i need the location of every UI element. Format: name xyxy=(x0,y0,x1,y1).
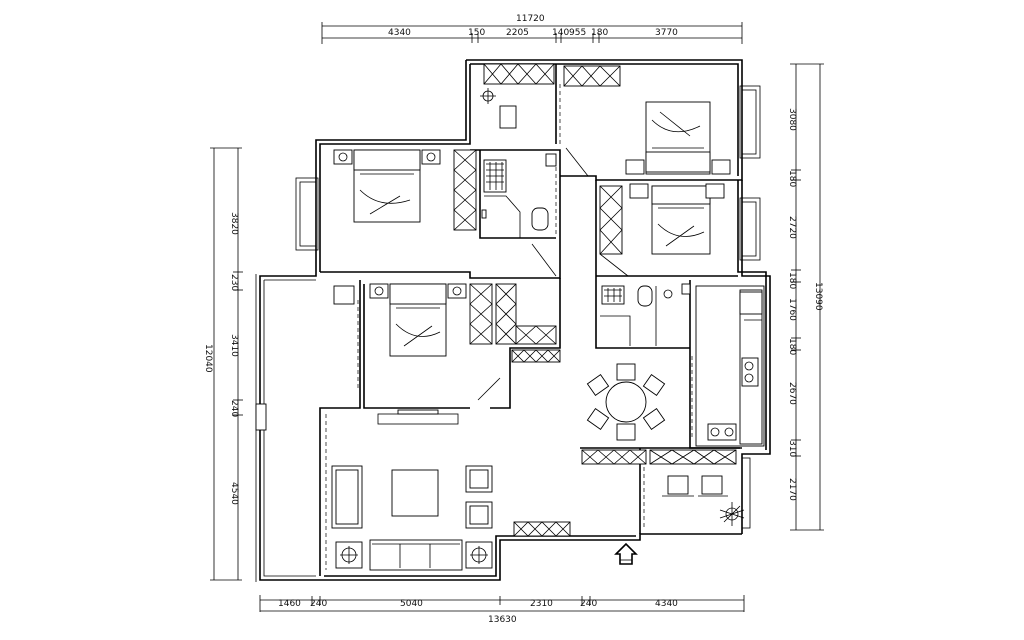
plant-icon xyxy=(719,502,745,526)
top-dimension-4: 140 xyxy=(552,28,569,38)
wardrobe-bedroom-2 xyxy=(469,283,557,345)
wardrobe-master xyxy=(453,149,477,231)
bathroom-master xyxy=(481,153,557,238)
right-dimension-7: 2670 xyxy=(787,382,797,405)
left-dimension-2: 230 xyxy=(229,274,239,291)
right-dimension-2: 180 xyxy=(787,170,797,187)
cabinet-corridor xyxy=(511,349,561,363)
left-total-dimension: 12040 xyxy=(203,344,213,373)
top-dimension-7: 3770 xyxy=(655,28,678,38)
bottom-dimension-4: 2310 xyxy=(530,599,553,609)
wardrobe-top-left xyxy=(483,63,555,85)
bottom-dimension-3: 5040 xyxy=(400,599,423,609)
right-dimension-4: 180 xyxy=(787,272,797,289)
left-dimension-3: 3410 xyxy=(229,334,239,357)
bottom-dimensions: 1460 240 5040 2310 240 4340 13630 xyxy=(259,595,745,625)
bottom-dimension-6: 4340 xyxy=(655,599,678,609)
openings xyxy=(325,84,693,570)
right-total-dimension: 13090 xyxy=(813,282,823,311)
right-dimensions: 3080 180 2720 180 1760 180 2670 310 2170… xyxy=(787,63,824,531)
balcony-east xyxy=(662,457,751,529)
dining-table-set xyxy=(586,363,666,441)
left-dimensions: 3820 230 3410 240 4540 12040 xyxy=(203,147,243,581)
top-total-dimension: 11720 xyxy=(516,14,545,24)
top-dimension-2: 150 xyxy=(468,28,485,38)
left-dimension-5: 4540 xyxy=(229,482,239,505)
bottom-dimension-1: 1460 xyxy=(278,599,301,609)
right-dimension-8: 310 xyxy=(787,440,797,457)
top-dimension-1: 4340 xyxy=(388,28,411,38)
right-dimension-5: 1760 xyxy=(787,298,797,321)
entrance-arrow-icon xyxy=(614,542,638,565)
wardrobe-bedroom-3 xyxy=(599,185,623,255)
bottom-dimension-2: 240 xyxy=(310,599,327,609)
wardrobes xyxy=(453,63,737,537)
bottom-total-dimension: 13630 xyxy=(488,615,517,625)
wardrobe-top-right xyxy=(563,65,621,87)
bathroom-second xyxy=(600,283,691,346)
right-dimension-6: 180 xyxy=(787,338,797,355)
bed-third xyxy=(629,183,725,255)
bed-top-right xyxy=(625,101,731,175)
study xyxy=(480,88,517,129)
right-dimension-9: 2170 xyxy=(787,478,797,501)
right-dimension-1: 3080 xyxy=(787,108,797,131)
bed-master xyxy=(333,149,441,223)
left-dimension-4: 240 xyxy=(229,400,239,417)
cabinet-dining xyxy=(581,449,737,465)
bottom-dimension-5: 240 xyxy=(580,599,597,609)
top-dimension-3: 2205 xyxy=(506,28,529,38)
top-dimension-6: 180 xyxy=(591,28,608,38)
living-room xyxy=(331,285,493,571)
left-dimension-1: 3820 xyxy=(229,212,239,235)
cabinet-living xyxy=(513,521,571,537)
bed-second xyxy=(369,283,467,357)
top-dimensions: 11720 4340 150 2205 140 955 180 3770 xyxy=(321,14,743,44)
right-dimension-3: 2720 xyxy=(787,216,797,239)
kitchen xyxy=(695,285,765,447)
top-dimension-5: 955 xyxy=(569,28,586,38)
windows xyxy=(295,85,761,425)
